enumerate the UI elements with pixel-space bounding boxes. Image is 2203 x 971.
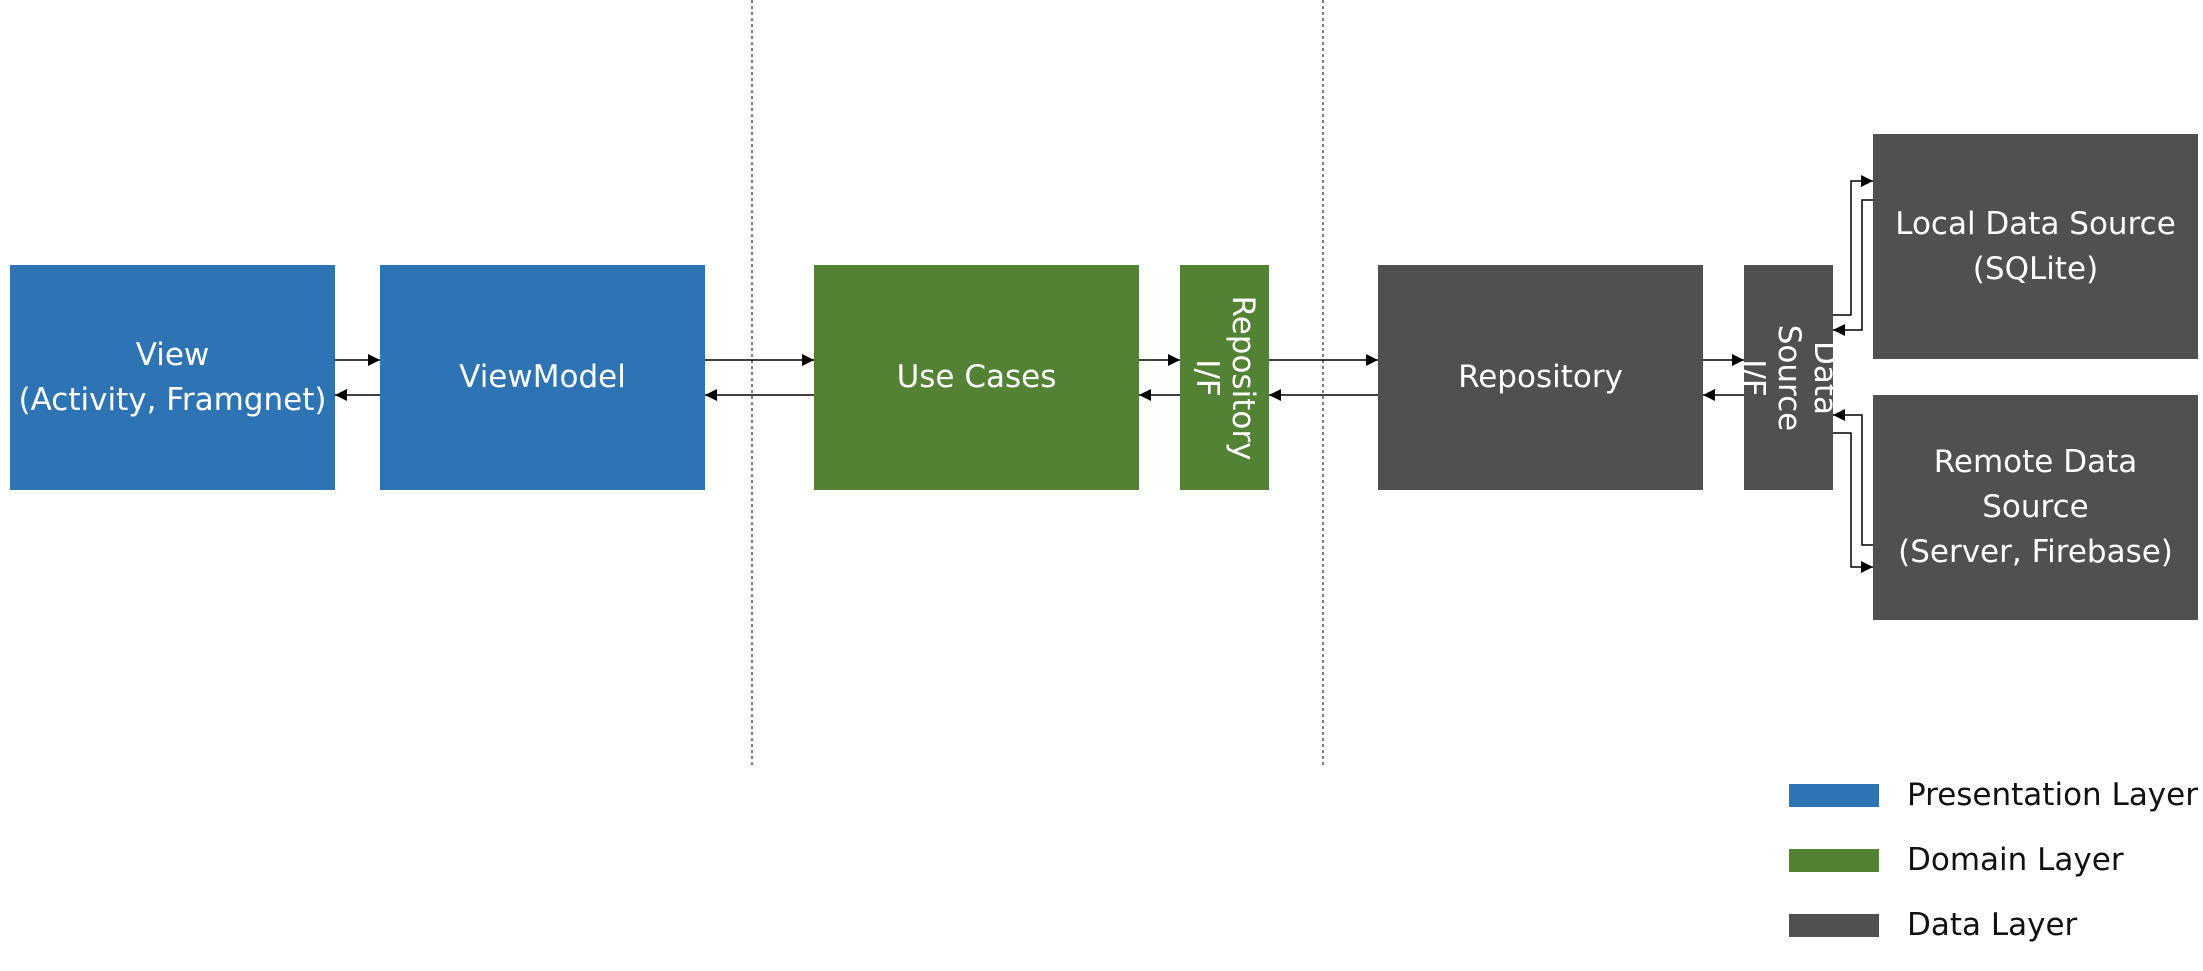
- legend-swatch-data: [1789, 913, 1879, 937]
- legend-swatch-domain: [1789, 848, 1879, 872]
- repository-label: Repository: [1458, 359, 1623, 395]
- local-data-source-box: Local Data Source (SQLite): [1873, 134, 2198, 359]
- viewmodel-label: ViewModel: [459, 359, 626, 395]
- viewmodel-box: ViewModel: [380, 265, 705, 490]
- legend-label-presentation: Presentation Layer: [1907, 777, 2198, 813]
- arrow-remote-to-datasource-if: [1833, 409, 1873, 546]
- repository-interface-label: Repository I/F: [1188, 295, 1261, 460]
- use-cases-label: Use Cases: [896, 359, 1057, 395]
- legend-swatch-presentation: [1789, 783, 1879, 807]
- legend-label-domain: Domain Layer: [1907, 842, 2124, 878]
- view-label: View (Activity, Framgnet): [18, 336, 327, 418]
- data-source-interface-box: Data Source I/F: [1735, 265, 1843, 490]
- legend-label-data: Data Layer: [1907, 907, 2078, 943]
- arrow-local-to-datasource-if: [1833, 199, 1873, 336]
- repository-box: Repository: [1378, 265, 1703, 490]
- data-source-interface-label: Data Source I/F: [1734, 324, 1843, 431]
- legend-item-domain: Domain Layer: [1789, 842, 2124, 878]
- legend-item-presentation: Presentation Layer: [1789, 777, 2198, 813]
- arrow-datasource-if-to-remote: [1833, 432, 1873, 573]
- local-data-source-label: Local Data Source (SQLite): [1895, 205, 2176, 287]
- arrow-datasource-if-to-local: [1833, 175, 1873, 316]
- remote-data-source-label: Remote Data Source (Server, Firebase): [1898, 444, 2173, 570]
- remote-data-source-box: Remote Data Source (Server, Firebase): [1873, 395, 2198, 620]
- legend-item-data: Data Layer: [1789, 907, 2077, 943]
- repository-interface-box: Repository I/F: [1180, 265, 1269, 490]
- use-cases-box: Use Cases: [814, 265, 1139, 490]
- view-box: View (Activity, Framgnet): [10, 265, 335, 490]
